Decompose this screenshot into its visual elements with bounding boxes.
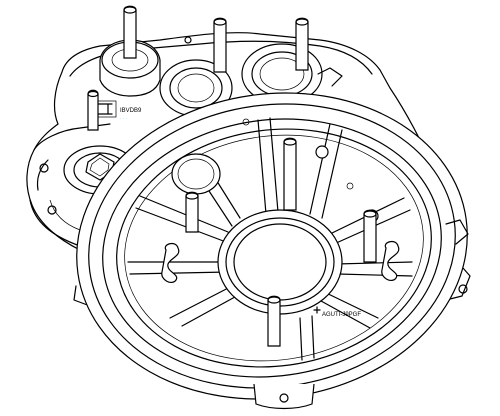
top-bosses: [87, 5, 343, 131]
front-ring-frame: AGUTI-J9PGF: [76, 92, 469, 410]
spokes: [127, 117, 413, 361]
part-code-ring: AGUTI-J9PGF: [322, 312, 361, 318]
part-code-main: IBVDB9: [120, 108, 142, 114]
svg-text:· · ·: · · ·: [120, 116, 127, 121]
